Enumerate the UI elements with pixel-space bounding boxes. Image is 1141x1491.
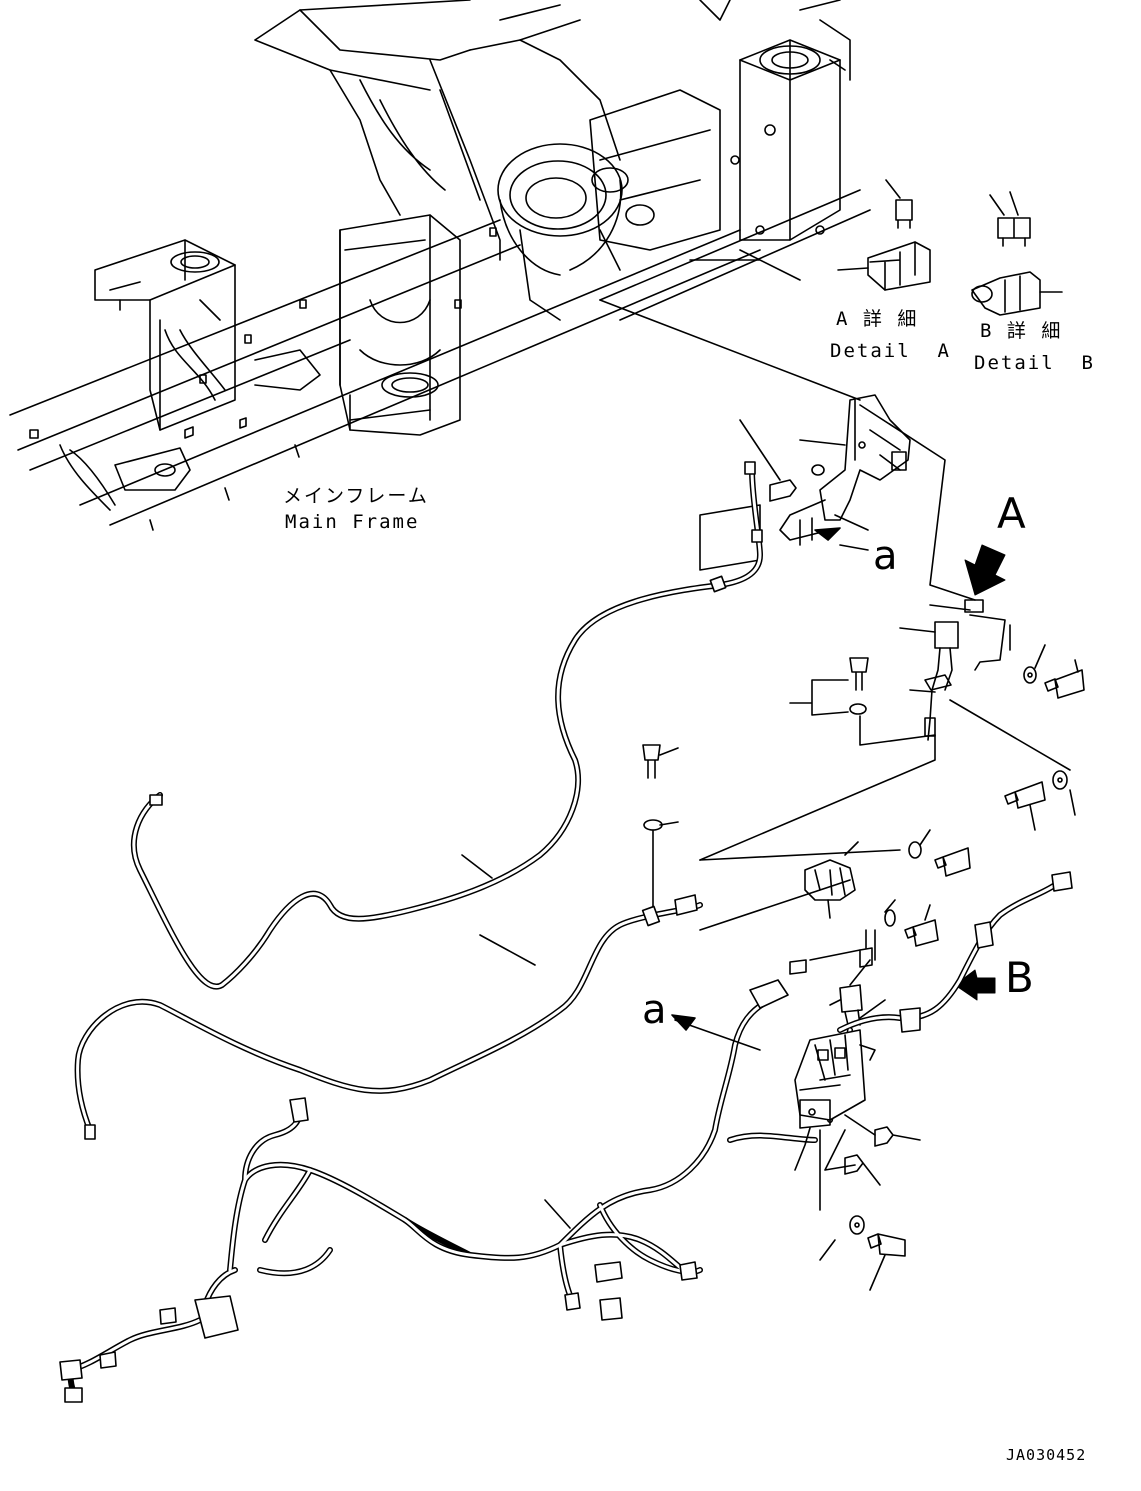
drawing-code: JA030452 [1006,1446,1087,1464]
harness-inner [68,468,1057,1372]
lower-relay-bracket [794,1029,921,1291]
view-arrow-a-label: A [997,489,1026,538]
ref-a-upper-label: a [873,533,898,579]
ref-a-lower-label: a [642,987,667,1033]
detail-b-label-en: Detail B [974,352,1095,374]
main-frame-label-jp: メインフレーム [283,485,429,507]
ref-a-upper-arrow [814,527,841,541]
view-arrow-b-label: B [1005,953,1034,1002]
leader-lines [461,514,886,1229]
ref-a-lower-arrow [671,1014,696,1031]
main-frame-label-en: Main Frame [285,511,420,533]
detail-b-drawing [971,191,1063,316]
main-frame-structure [9,0,871,531]
detail-b-label-jp: B 詳 細 [980,320,1063,342]
detail-a-label-en: Detail A [830,340,951,362]
right-hardware-group [642,544,1085,1026]
detail-a-label-jp: A 詳 細 [836,308,919,330]
harness-connectors [59,461,1073,1403]
top-bracket-assembly [599,299,976,601]
detail-a-drawing [837,179,931,291]
